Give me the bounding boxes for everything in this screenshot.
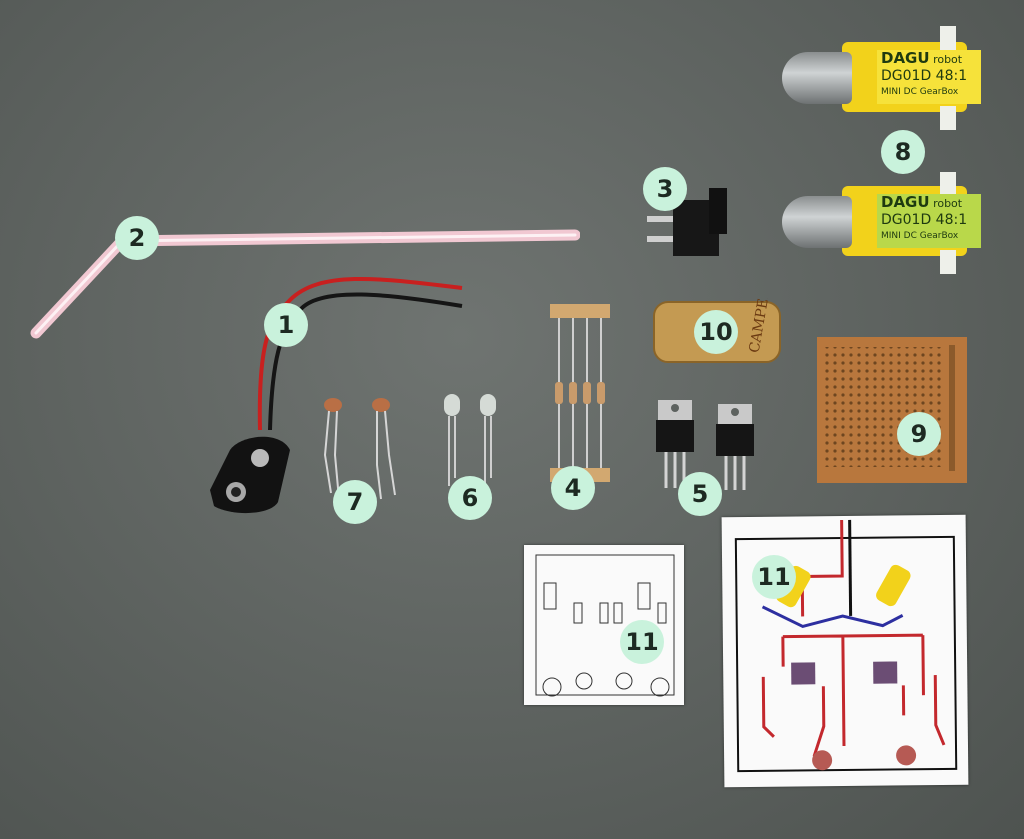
motor-can <box>782 52 852 104</box>
label-2: 2 <box>115 216 159 260</box>
motor-brand-suffix: robot <box>933 197 963 210</box>
motor-model: DG01D 48:1 <box>881 68 968 84</box>
label-3: 3 <box>643 167 687 211</box>
label-5: 5 <box>678 472 722 516</box>
label-7: 7 <box>333 480 377 524</box>
motor-can <box>782 196 852 248</box>
circuit-diagram-drawing <box>734 519 958 773</box>
label-4: 4 <box>551 466 595 510</box>
label-11-pcb: 11 <box>620 620 664 664</box>
motor-sticker: DAGU robot DG01D 48:1 MINI DC GearBox <box>877 194 981 248</box>
pcb-layout-sheet <box>524 545 684 705</box>
motor-desc: MINI DC GearBox <box>881 231 959 241</box>
motor-desc: MINI DC GearBox <box>881 87 959 97</box>
label-8: 8 <box>881 130 925 174</box>
transistor-pair <box>656 400 754 490</box>
circuit-diagram-sheet <box>721 514 969 788</box>
label-9: 9 <box>897 412 941 456</box>
label-10: 10 <box>694 310 738 354</box>
gear-motor-top: DAGU robot DG01D 48:1 MINI DC GearBox <box>782 26 981 130</box>
motor-shaft <box>940 250 956 274</box>
label-1: 1 <box>264 303 308 347</box>
motor-model: DG01D 48:1 <box>881 212 968 228</box>
label-6: 6 <box>448 476 492 520</box>
motor-shaft <box>940 172 956 196</box>
motor-shaft <box>940 26 956 50</box>
perfboard <box>817 337 967 483</box>
label-11-schematic: 11 <box>752 555 796 599</box>
motor-brand-suffix: robot <box>933 53 963 66</box>
pcb-layout-drawing <box>535 554 675 697</box>
motor-brand: DAGU <box>881 49 930 67</box>
motor-sticker: DAGU robot DG01D 48:1 MINI DC GearBox <box>877 50 981 104</box>
resistor-strip <box>550 304 610 482</box>
battery-snap <box>210 277 463 514</box>
rocker-switch <box>647 188 727 256</box>
motor-shaft <box>940 106 956 130</box>
gear-motor-bottom: DAGU robot DG01D 48:1 MINI DC GearBox <box>782 172 981 274</box>
motor-brand: DAGU <box>881 193 930 211</box>
ldr-pair <box>323 398 396 500</box>
led-pair <box>444 394 496 486</box>
